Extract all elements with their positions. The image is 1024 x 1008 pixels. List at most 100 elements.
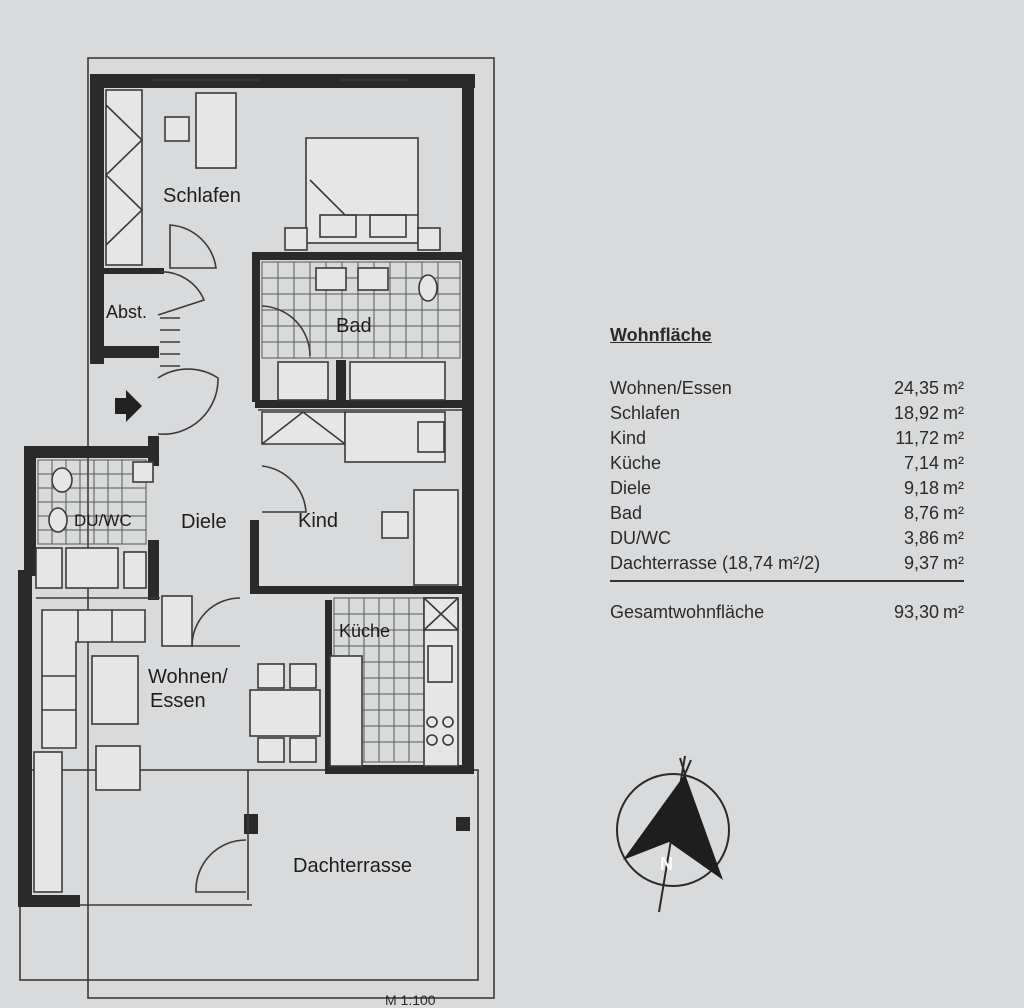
wall-entry xyxy=(148,436,159,466)
dining-table xyxy=(249,689,321,737)
bath-shaft xyxy=(336,360,346,400)
area-row-value: 7,14 xyxy=(903,453,939,473)
room-label-dachterrasse: Dachterrasse xyxy=(293,855,412,877)
bathtub xyxy=(349,361,446,401)
north-compass-icon: N xyxy=(616,755,730,913)
wall-kind-left xyxy=(250,520,259,590)
room-label-schlafen: Schlafen xyxy=(163,185,241,207)
area-row-name: Schlafen xyxy=(610,403,681,423)
door-bedroom xyxy=(169,224,217,269)
kitchen-island xyxy=(329,655,363,767)
chair-4 xyxy=(289,737,317,763)
door-terrace xyxy=(195,839,247,893)
area-row-name: DU/WC xyxy=(610,528,671,548)
area-row-unit: m² xyxy=(943,553,964,573)
compass-north-label: N xyxy=(660,854,673,874)
room-label-wohnen: Wohnen/ xyxy=(148,666,228,688)
area-row-value: 24,35 xyxy=(893,378,939,398)
dwc-sink-box xyxy=(132,461,154,483)
area-row-name: Dachterrasse (18,74 m²/2) xyxy=(610,553,821,573)
dwc-tiles xyxy=(37,459,147,545)
area-table-title: Wohnfläche xyxy=(610,325,712,345)
pillow-right xyxy=(369,214,407,238)
area-row-name: Kind xyxy=(610,428,647,448)
stove-burner-3 xyxy=(426,734,438,746)
floor-plan: Schlafen Abst. Bad DU/WC Diele Kind Küch… xyxy=(18,57,495,999)
chair-1 xyxy=(257,663,285,689)
total-unit: m² xyxy=(943,602,964,622)
wall-kind-bottom xyxy=(250,586,465,594)
wall-dwc-left xyxy=(24,446,36,576)
room-label-kueche: Küche xyxy=(339,621,390,641)
door-abst xyxy=(157,271,206,316)
total-name: Gesamtwohnfläche xyxy=(610,602,765,622)
kitchen-sink xyxy=(427,645,453,683)
wardrobe xyxy=(105,89,143,266)
hall-shelf xyxy=(160,317,180,367)
dwc-shower xyxy=(65,547,119,589)
shower-tray xyxy=(277,361,329,401)
area-row-unit: m² xyxy=(943,528,964,548)
wall-living-bottom xyxy=(18,895,80,907)
stove-burner-2 xyxy=(442,716,454,728)
area-row-value: 8,76 xyxy=(903,503,939,523)
sofa-cushions xyxy=(42,610,113,711)
chair-2 xyxy=(289,663,317,689)
total-value: 93,30 xyxy=(893,602,939,622)
plot-boundary xyxy=(87,57,495,999)
stove-burner-4 xyxy=(442,734,454,746)
fridge-cross xyxy=(423,597,459,631)
kind-bed xyxy=(413,489,459,586)
area-row-unit: m² xyxy=(943,478,964,498)
kind-chair xyxy=(417,421,445,453)
area-row-name: Bad xyxy=(610,503,643,523)
pillow-left xyxy=(319,214,357,238)
wall-bath-left xyxy=(252,252,260,402)
dwc-basin xyxy=(123,551,147,589)
wall-kitchen-bottom xyxy=(325,765,470,774)
sink-2 xyxy=(357,267,389,291)
coffee-table xyxy=(91,655,139,725)
wall-dwc-right xyxy=(148,540,159,600)
sideboard xyxy=(33,751,63,893)
desk-chair xyxy=(164,116,190,142)
door-entrance xyxy=(157,368,219,436)
wall-abst-top xyxy=(104,268,164,274)
wall-bed-bath xyxy=(255,252,465,260)
bed-fold xyxy=(309,179,418,216)
room-label-diele: Diele xyxy=(181,511,227,533)
armchair xyxy=(95,745,141,791)
hall-cabinet xyxy=(161,595,193,647)
area-row-value: 11,72 xyxy=(895,428,939,448)
wall-dwc-top xyxy=(24,446,159,458)
column-2 xyxy=(456,817,470,831)
area-row-unit: m² xyxy=(943,453,964,473)
wall-left-top xyxy=(90,74,104,364)
stove-burner-1 xyxy=(426,716,438,728)
kind-stool xyxy=(381,511,409,539)
wall-living-left xyxy=(18,570,32,900)
wall-right xyxy=(462,74,474,774)
area-row-name: Wohnen/Essen xyxy=(610,378,732,398)
chair-3 xyxy=(257,737,285,763)
area-row-value: 9,37 xyxy=(903,553,939,573)
sofa xyxy=(41,609,146,749)
room-label-kind: Kind xyxy=(298,510,338,532)
dwc-sink xyxy=(48,507,68,533)
area-row-unit: m² xyxy=(943,403,964,423)
area-row-unit: m² xyxy=(943,378,964,398)
